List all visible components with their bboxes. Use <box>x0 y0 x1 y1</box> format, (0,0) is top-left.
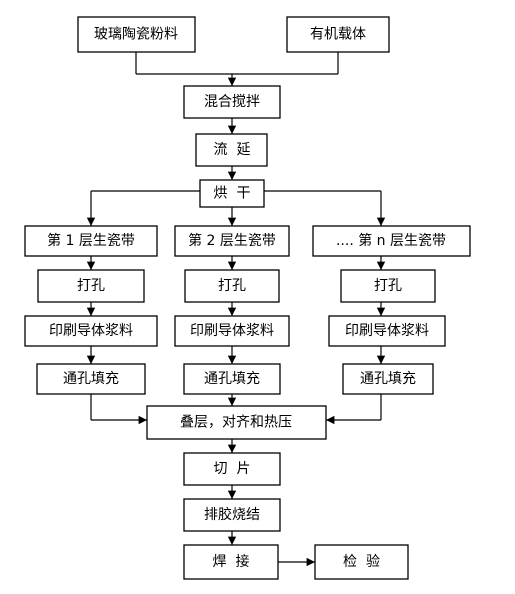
node-print-2: 印刷导体浆料 <box>174 315 290 347</box>
svg-text:第 2 层生瓷带: 第 2 层生瓷带 <box>188 232 276 249</box>
node-stack-align-press: 叠层，对齐和热压 <box>146 405 327 440</box>
node-mixing: 混合搅拌 <box>183 85 281 119</box>
node-tape-n: .... 第 n 层生瓷带 <box>312 225 471 257</box>
svg-text:烘 干: 烘 干 <box>214 186 251 202</box>
svg-text:印刷导体浆料: 印刷导体浆料 <box>345 323 429 339</box>
svg-text:排胶烧结: 排胶烧结 <box>204 506 260 523</box>
node-tape-1: 第 1 层生瓷带 <box>24 225 158 257</box>
svg-text:打孔: 打孔 <box>77 277 105 294</box>
node-print-1: 印刷导体浆料 <box>24 315 158 347</box>
node-punch-1: 打孔 <box>37 269 145 303</box>
svg-text:打孔: 打孔 <box>374 277 402 294</box>
node-punch-n: 打孔 <box>340 269 436 303</box>
node-debinding-sintering: 排胶烧结 <box>183 498 281 532</box>
svg-text:第 1 层生瓷带: 第 1 层生瓷带 <box>47 232 135 249</box>
node-tape-2: 第 2 层生瓷带 <box>174 225 290 257</box>
svg-text:通孔填充: 通孔填充 <box>360 371 416 387</box>
node-inspection: 检 验 <box>314 544 409 580</box>
svg-text:焊 接: 焊 接 <box>213 553 250 570</box>
svg-text:切 片: 切 片 <box>214 461 251 477</box>
node-cutting: 切 片 <box>183 452 281 486</box>
node-punch-2: 打孔 <box>184 269 280 303</box>
node-casting: 流 延 <box>195 133 268 167</box>
node-glass-ceramic-powder: 玻璃陶瓷粉料 <box>77 16 196 53</box>
svg-text:有机载体: 有机载体 <box>310 27 366 43</box>
svg-text:检 验: 检 验 <box>343 554 380 570</box>
node-drying: 烘 干 <box>199 179 265 208</box>
node-via-fill-n: 通孔填充 <box>342 363 434 395</box>
svg-text:通孔填充: 通孔填充 <box>204 371 260 387</box>
node-via-fill-2: 通孔填充 <box>183 363 281 395</box>
svg-text:混合搅拌: 混合搅拌 <box>204 94 260 110</box>
svg-text:通孔填充: 通孔填充 <box>63 371 119 387</box>
svg-text:叠层，对齐和热压: 叠层，对齐和热压 <box>180 415 292 431</box>
svg-text:印刷导体浆料: 印刷导体浆料 <box>49 323 133 339</box>
node-print-n: 印刷导体浆料 <box>328 315 446 347</box>
svg-text:打孔: 打孔 <box>218 277 246 294</box>
node-via-fill-1: 通孔填充 <box>36 363 146 395</box>
flow-connectors <box>86 52 386 567</box>
svg-text:流 延: 流 延 <box>214 142 251 158</box>
svg-text:印刷导体浆料: 印刷导体浆料 <box>190 323 274 339</box>
svg-text:.... 第 n 层生瓷带: .... 第 n 层生瓷带 <box>336 232 446 249</box>
node-organic-carrier: 有机载体 <box>286 16 390 53</box>
svg-text:玻璃陶瓷粉料: 玻璃陶瓷粉料 <box>94 26 178 43</box>
node-welding: 焊 接 <box>183 544 279 580</box>
